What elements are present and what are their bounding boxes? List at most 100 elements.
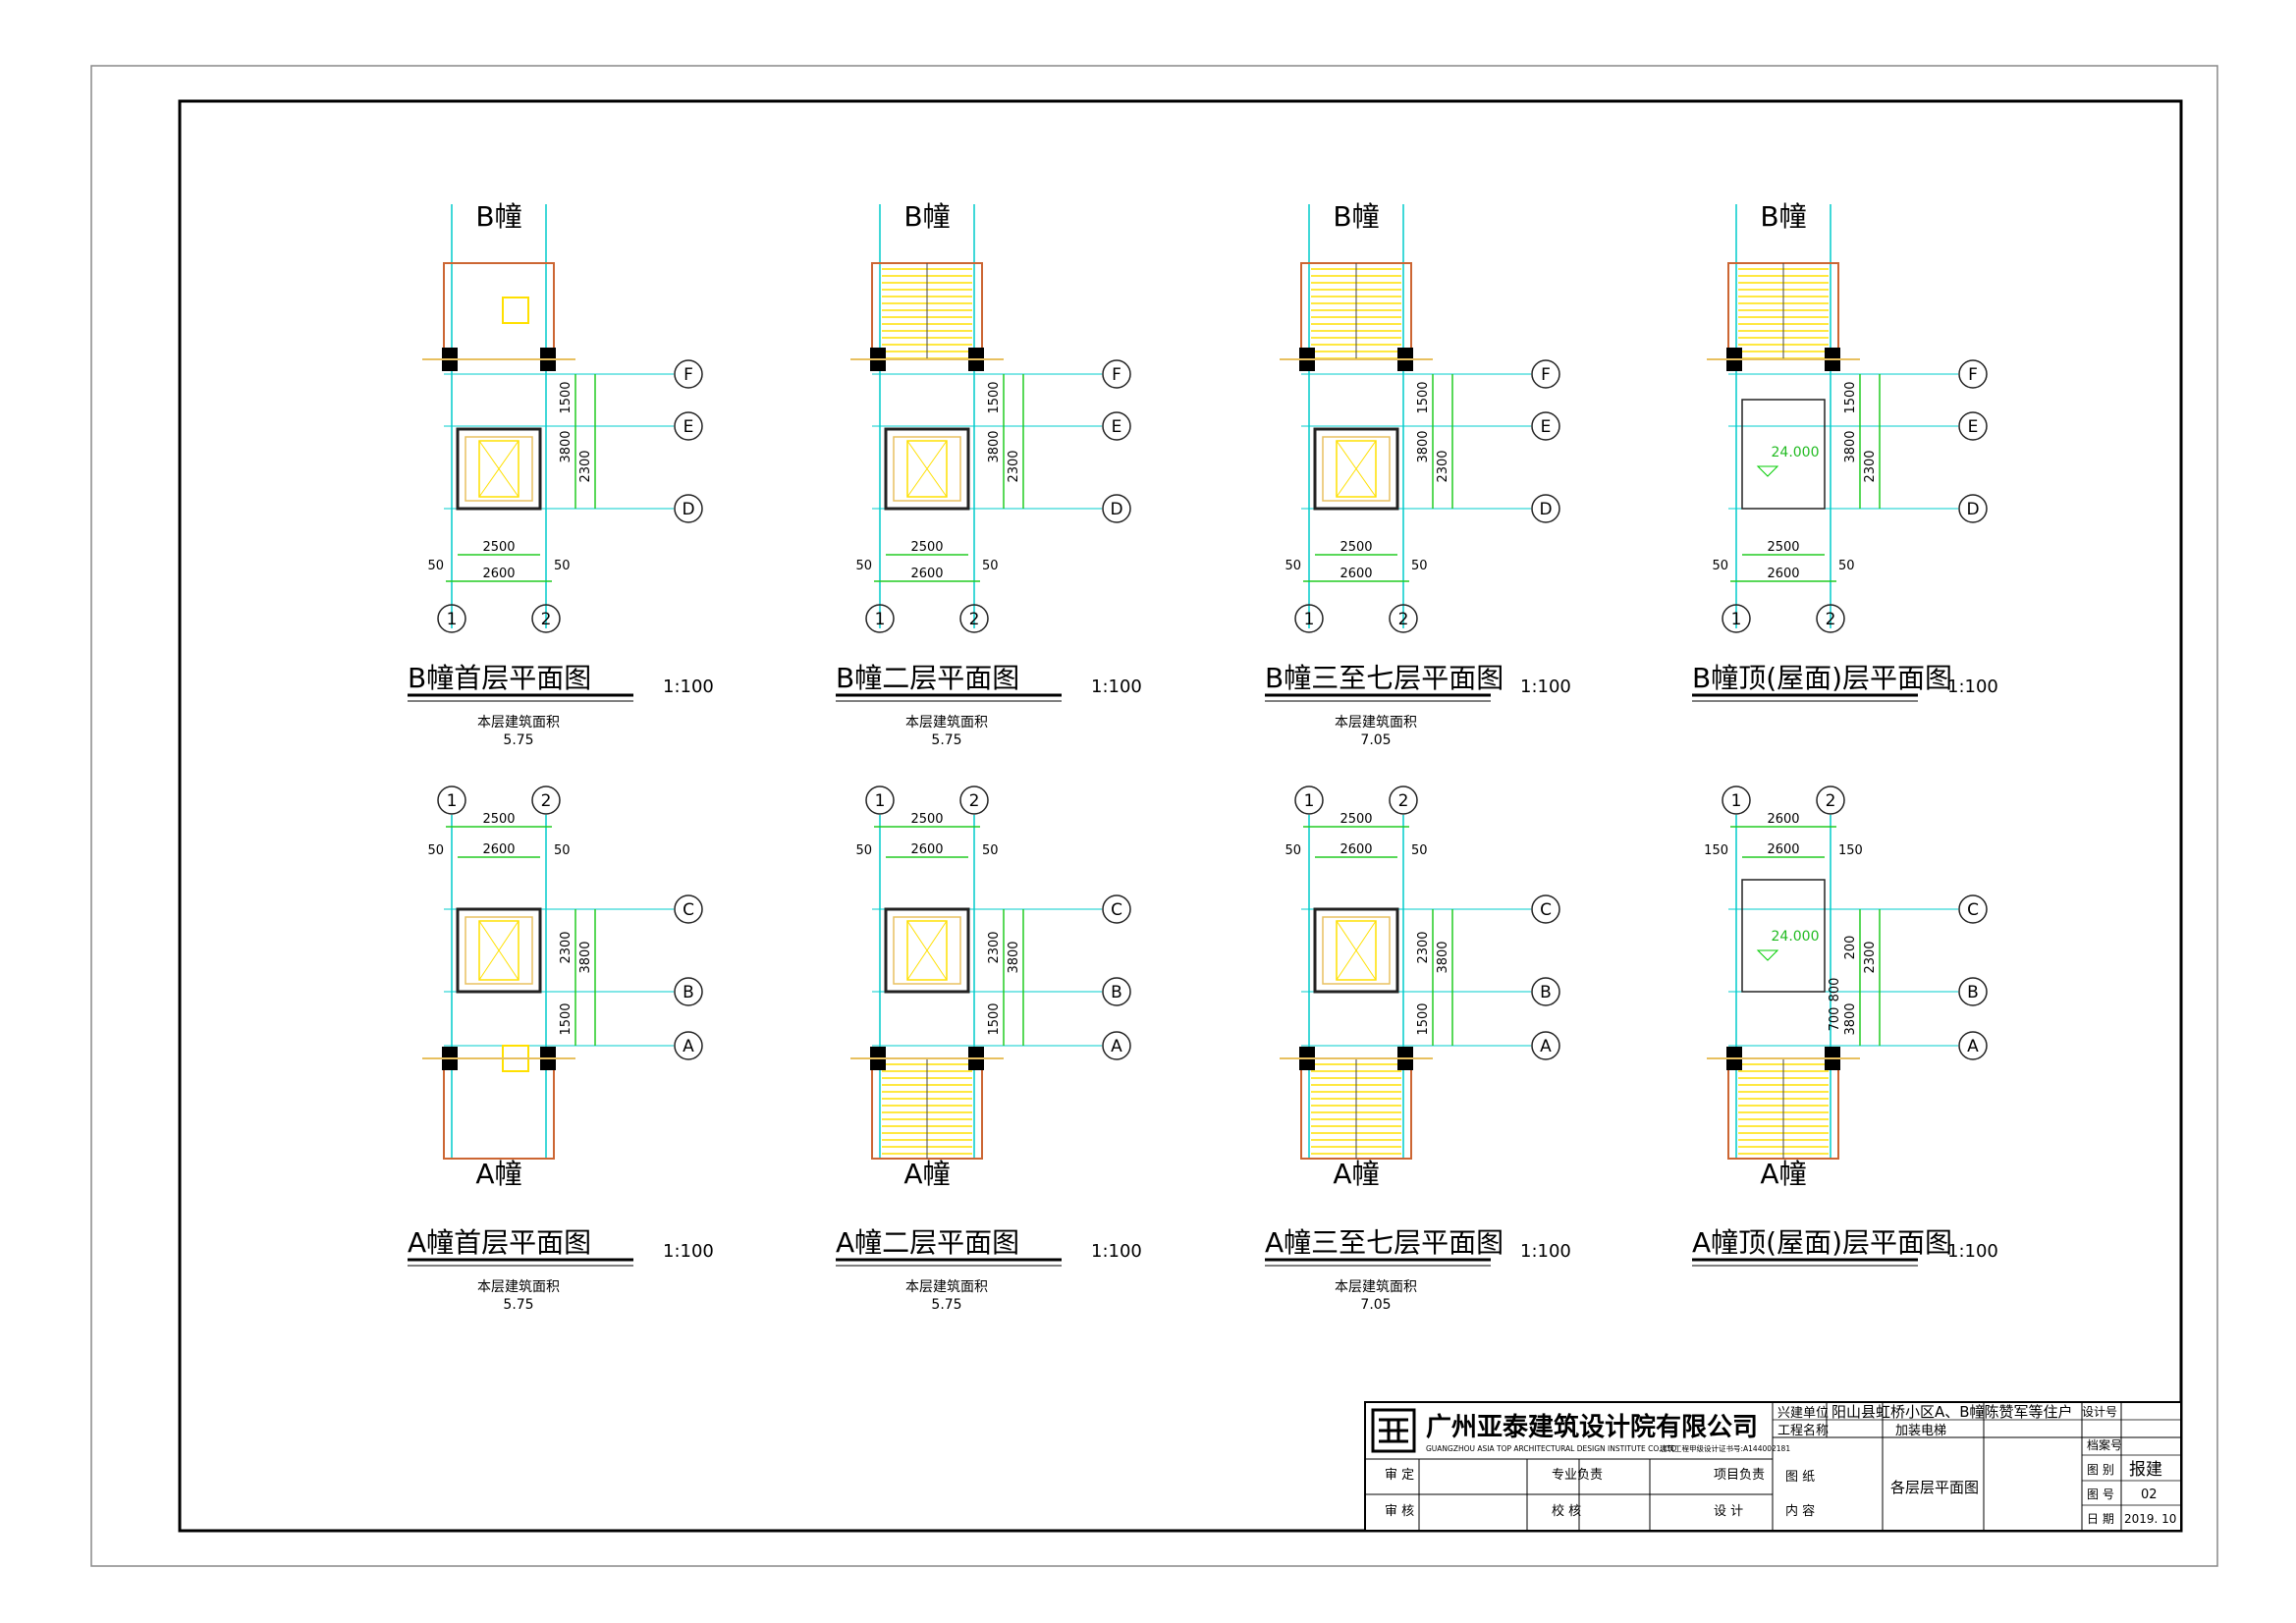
building-label: A幢 (475, 1158, 521, 1190)
axis-bubble (1102, 411, 1131, 441)
elevation-text: 24.000 (1772, 929, 1820, 945)
col-bubble (1722, 785, 1751, 815)
axis-label: F (1112, 365, 1121, 385)
col-label: 1 (1731, 791, 1742, 811)
dim-text-h: 50 (1838, 559, 1855, 573)
axis-bubble (1958, 1031, 1988, 1060)
dim-text-h: 50 (855, 559, 872, 573)
dim-text-v: 1500 (987, 1002, 1002, 1035)
signature-label: 专业负责 (1552, 1468, 1603, 1483)
lift-car (1322, 916, 1391, 985)
dim-text-h: 2600 (910, 842, 943, 857)
dim-text-h: 150 (1704, 843, 1728, 858)
dim-text-h: 50 (1285, 559, 1301, 573)
plan-scale: 1:100 (1091, 1241, 1142, 1262)
dim-text-h: 50 (855, 843, 872, 858)
dim-text-h: 2500 (1767, 540, 1799, 555)
axis-label: D (1539, 500, 1552, 519)
col-label: 1 (447, 610, 458, 629)
building-label: A幢 (1760, 1158, 1806, 1190)
lift-car (465, 916, 533, 985)
dim-text-h: 50 (1411, 559, 1428, 573)
axis-label: F (1968, 365, 1978, 385)
lift-car (465, 436, 533, 502)
dim-text-h: 2600 (482, 842, 515, 857)
plan-scale: 1:100 (1947, 1241, 1998, 1262)
dim-text-h: 50 (554, 559, 571, 573)
category-label: 图 别 (2087, 1463, 2114, 1477)
design-no-label: 设计号 (2082, 1405, 2117, 1419)
plan-scale: 1:100 (663, 676, 714, 697)
dim-text-v: 2300 (1416, 931, 1431, 963)
lift-shaft (884, 427, 970, 511)
col-label: 2 (1398, 610, 1409, 629)
area-label: 本层建筑面积 (477, 1279, 560, 1295)
col-bubble (959, 604, 989, 633)
axis-bubble (1531, 894, 1560, 924)
stair-wall (443, 1057, 555, 1160)
col-bubble (959, 785, 989, 815)
plan-title: A幢顶(屋面)层平面图 (1692, 1226, 1952, 1259)
axis-bubble (1958, 894, 1988, 924)
col-bubble (437, 785, 466, 815)
dim-text-v: 700 (1828, 1007, 1842, 1032)
axis-bubble (1958, 494, 1988, 523)
axis-bubble (674, 494, 703, 523)
drawing-label: 图 纸 (1785, 1470, 1815, 1485)
lift-cross (906, 920, 948, 981)
axis-bubble (674, 977, 703, 1006)
col-label: 1 (1304, 791, 1315, 811)
dim-text-v: 3800 (987, 430, 1002, 462)
dim-text-v: 1500 (1416, 381, 1431, 413)
axis-label: A (1540, 1037, 1552, 1056)
dim-text-v: 3800 (578, 941, 593, 973)
col-label: 2 (541, 791, 552, 811)
company-cert: 建筑工程甲级设计证书号:A144002181 (1660, 1443, 1790, 1453)
area-label: 本层建筑面积 (1335, 715, 1417, 730)
dim-text-v: 2300 (578, 450, 593, 482)
client-name: 阳山县虹桥小区A、B幢陈赞军等住户 (1831, 1403, 2073, 1421)
axis-label: B (1540, 983, 1552, 1002)
dim-text-v: 1500 (559, 381, 574, 413)
dim-text-h: 50 (554, 843, 571, 858)
axis-bubble (1531, 411, 1560, 441)
lift-cross (478, 440, 519, 498)
axis-label: E (683, 417, 694, 437)
drawing-content: 各层层平面图 (1890, 1479, 1979, 1496)
category-value: 报建 (2129, 1460, 2162, 1480)
dim-text-h: 2500 (482, 540, 515, 555)
area-value: 5.75 (931, 1297, 961, 1313)
col-bubble (1389, 785, 1418, 815)
signature-label: 项目负责 (1714, 1468, 1765, 1483)
outer-border (90, 65, 2218, 1567)
axis-bubble (1531, 494, 1560, 523)
axis-label: C (1967, 900, 1979, 920)
dim-text-h: 2500 (1339, 540, 1372, 555)
plan-title: B幢首层平面图 (408, 662, 591, 694)
dim-text-h: 50 (982, 843, 999, 858)
company-name-en: GUANGZHOU ASIA TOP ARCHITECTURAL DESIGN … (1426, 1444, 1676, 1453)
archive-label: 档案号 (2087, 1437, 2122, 1452)
signature-label: 设 计 (1714, 1504, 1743, 1519)
axis-label: E (1541, 417, 1552, 437)
col-label: 2 (1826, 610, 1836, 629)
drawing-label: 内 容 (1785, 1503, 1815, 1519)
dim-text-h: 2500 (1339, 812, 1372, 827)
axis-bubble (1102, 977, 1131, 1006)
dim-text-h: 150 (1838, 843, 1863, 858)
plan-scale: 1:100 (1091, 676, 1142, 697)
axis-bubble (674, 359, 703, 389)
stair-wall (443, 262, 555, 360)
axis-label: A (1111, 1037, 1122, 1056)
dim-text-h: 2600 (1339, 842, 1372, 857)
area-value: 7.05 (1360, 1297, 1391, 1313)
area-value: 5.75 (931, 732, 961, 748)
axis-bubble (674, 411, 703, 441)
lift-car (893, 436, 961, 502)
